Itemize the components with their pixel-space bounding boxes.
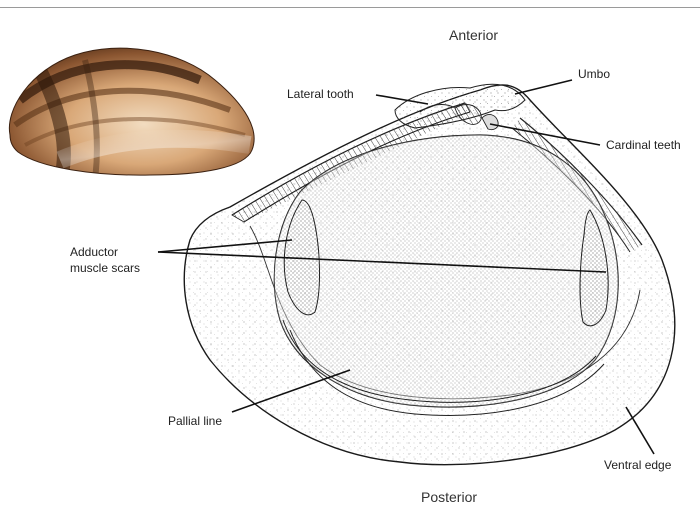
ventral-edge-label: Ventral edge: [604, 458, 671, 472]
leader-ventral-edge: [626, 407, 654, 454]
anterior-label: Anterior: [449, 27, 498, 43]
posterior-label: Posterior: [421, 489, 477, 505]
lateral-tooth-label: Lateral tooth: [287, 87, 354, 101]
cardinal-teeth-label: Cardinal teeth: [606, 138, 681, 152]
pallial-line-label: Pallial line: [168, 414, 222, 428]
adductor-label-line1: Adductor: [70, 245, 118, 259]
umbo-label: Umbo: [578, 67, 610, 81]
adductor-label-line2: muscle scars: [70, 261, 140, 275]
leader-umbo: [515, 80, 572, 94]
